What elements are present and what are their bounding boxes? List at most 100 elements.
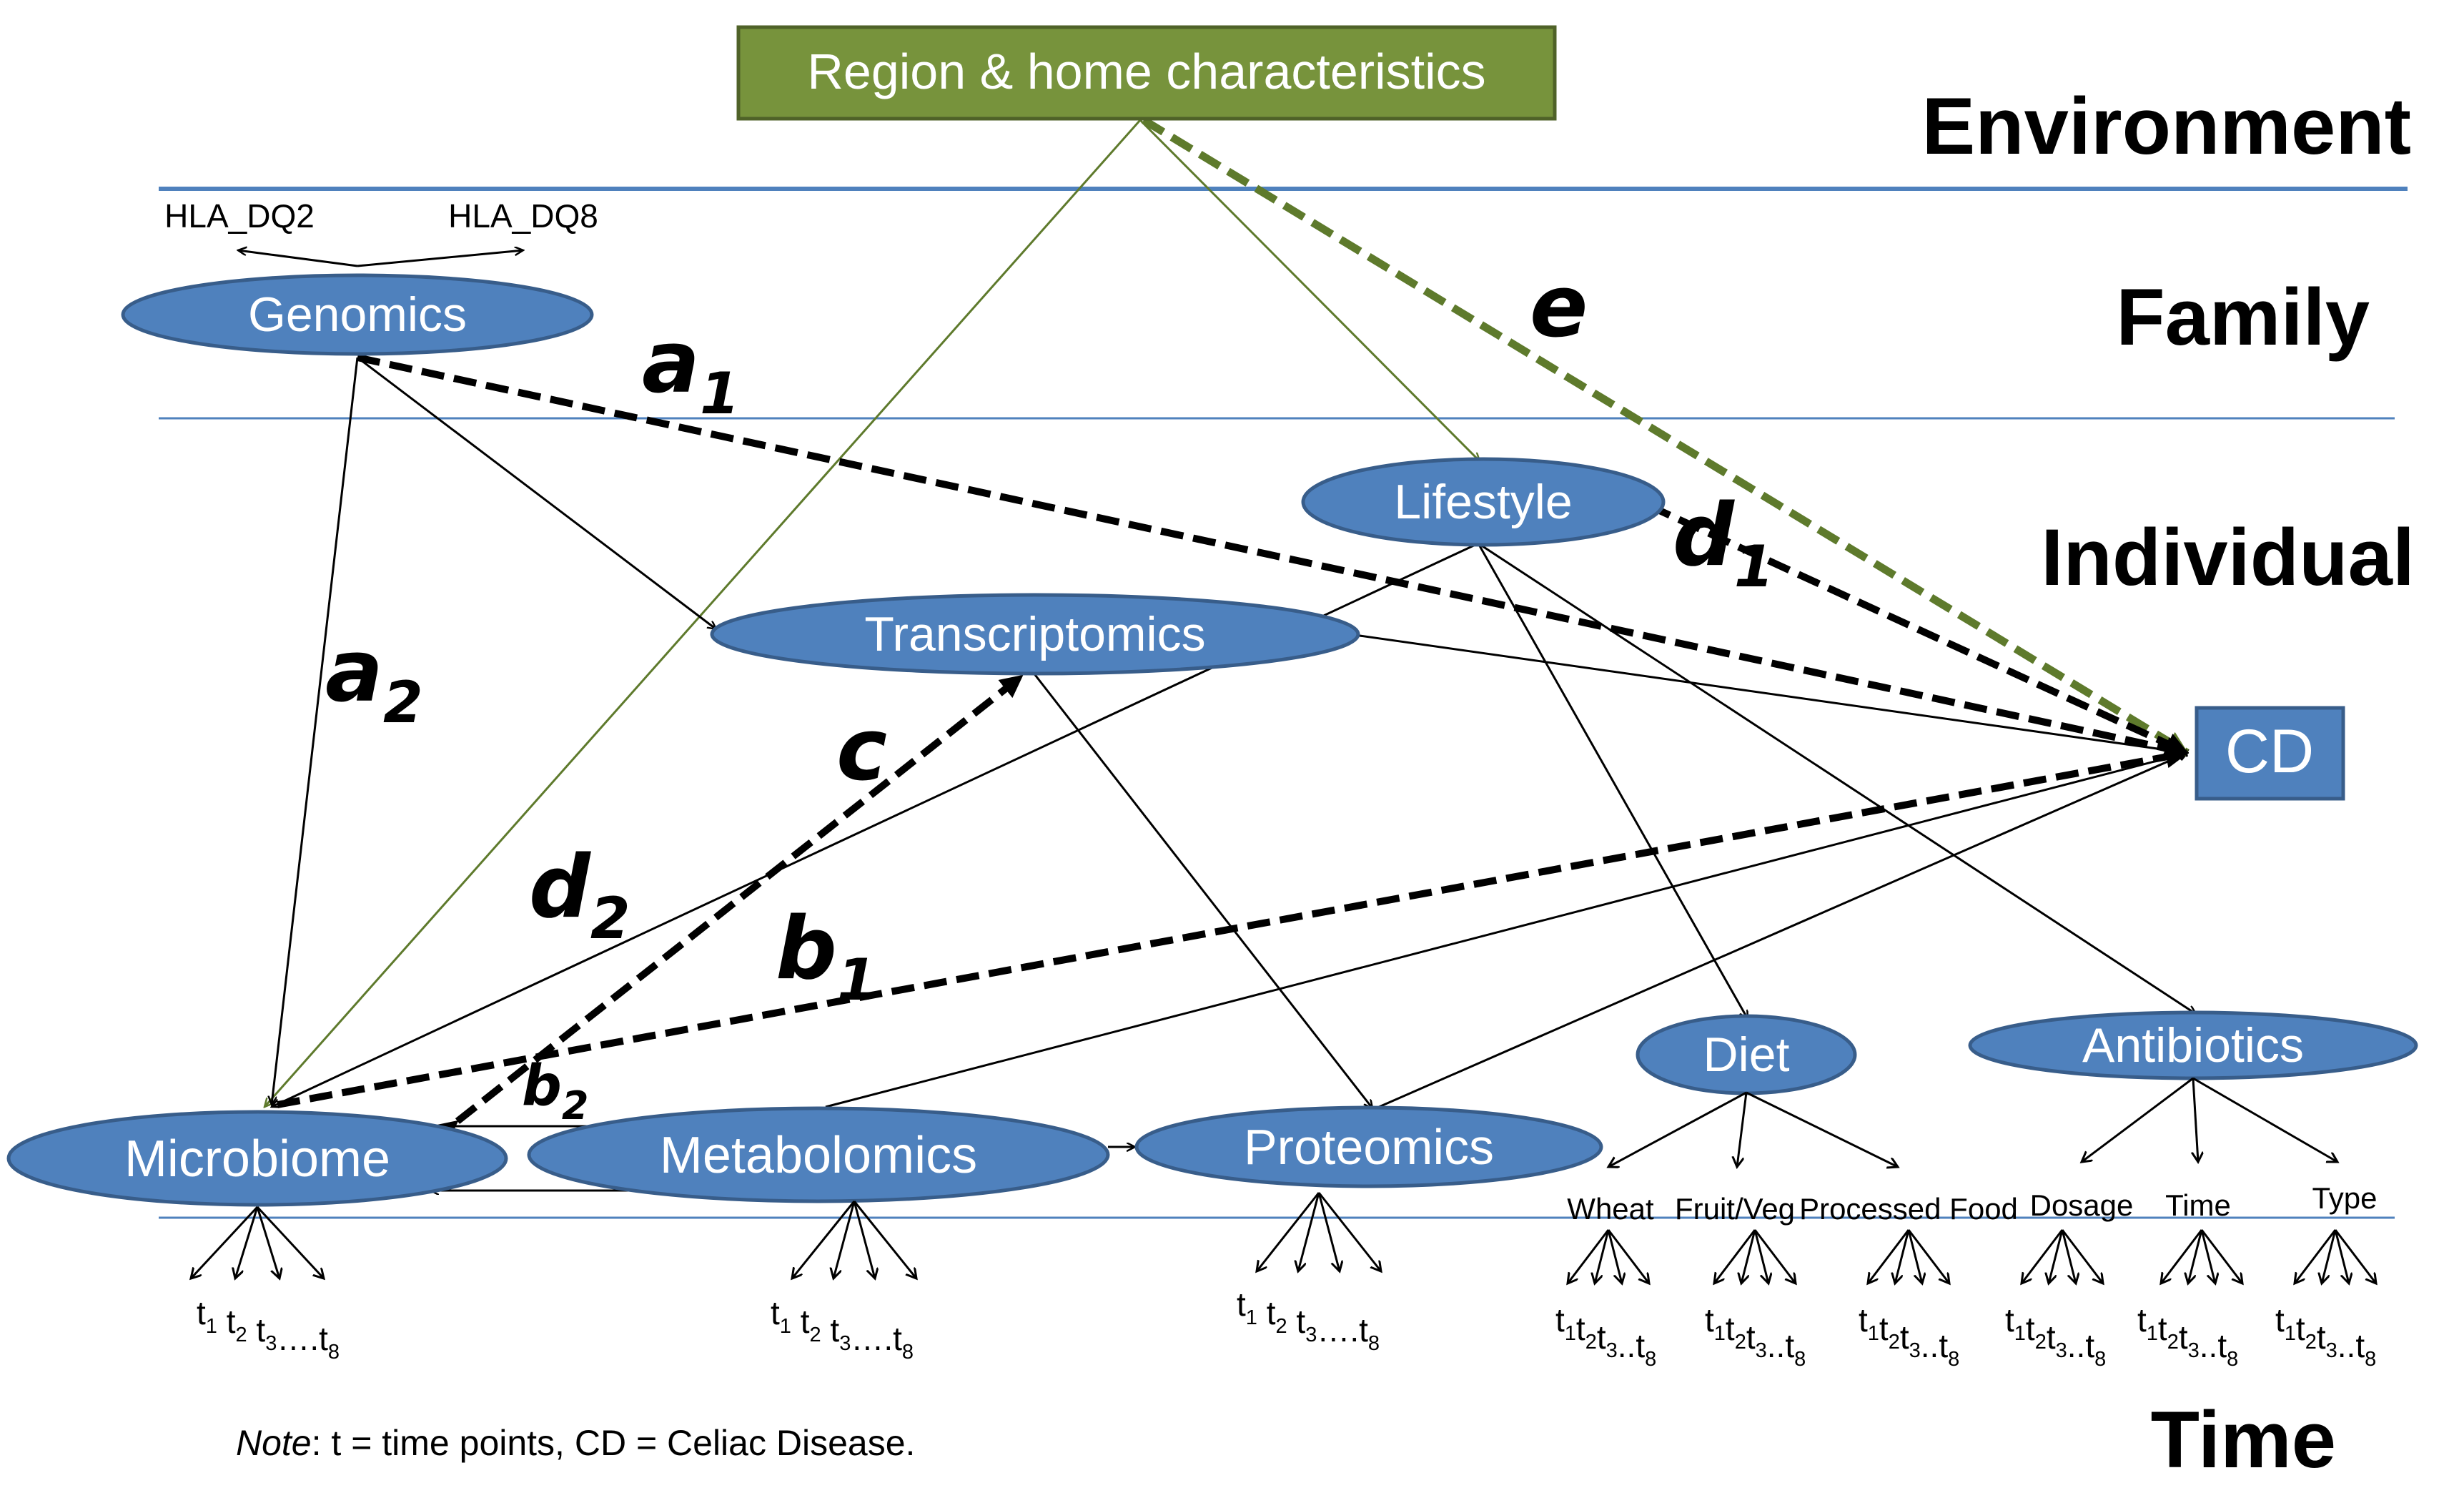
diet-label: Diet xyxy=(1703,1028,1790,1082)
edge-proteomics-cd xyxy=(1372,753,2187,1111)
diet-sub-arrow xyxy=(1746,1091,1898,1167)
dashed-edges xyxy=(277,117,2190,1144)
edge-region-lifestyle xyxy=(1139,119,1480,461)
sub-item-arrows xyxy=(1608,1077,2337,1167)
time-point-fans xyxy=(191,1192,2376,1283)
microbiome-time-points: t1 t2 t3….t8 xyxy=(197,1294,340,1364)
sub-item-time-points: t1t2t3..t8 xyxy=(2005,1301,2106,1371)
sub-item-time-fan xyxy=(1753,1229,1768,1283)
edge-genomics-microbiome xyxy=(272,357,359,1105)
proteomics-node: Proteomics xyxy=(1134,1105,1603,1188)
antibiotics-label: Antibiotics xyxy=(2082,1018,2304,1073)
sub-item-time-points: t1t2t3..t8 xyxy=(1555,1301,1656,1371)
sub-item-time-fan xyxy=(1595,1229,1610,1283)
sub-item-time-fan xyxy=(2322,1229,2337,1283)
microbiome-node: Microbiome xyxy=(6,1110,508,1207)
antibiotics-sub-arrow xyxy=(2082,1077,2194,1162)
region-label: Region & home characteristics xyxy=(807,44,1485,99)
path-label-d2: d2 xyxy=(529,838,630,952)
path-label-c: c xyxy=(836,701,887,800)
edge-d1-lifestyle-cd xyxy=(1617,488,2190,757)
proteomics-time-fan xyxy=(1298,1192,1320,1271)
path-label-d1: d1 xyxy=(1673,486,1774,600)
metabolomics-time-fan xyxy=(792,1201,856,1278)
level-lines xyxy=(159,187,2408,1219)
level-label-individual: Individual xyxy=(2041,513,2415,602)
hla-dq8-label: HLA_DQ8 xyxy=(448,197,598,235)
edge-region-microbiome xyxy=(264,119,1142,1107)
edge-a1-genomics-cd xyxy=(356,354,2189,760)
metabolomics-time-fan xyxy=(853,1201,875,1278)
edge-lifestyle-diet xyxy=(1477,543,1748,1019)
path-label-e: e xyxy=(1530,257,1588,357)
hla-dq2-label: HLA_DQ2 xyxy=(164,197,315,235)
edge-metabolomics-cd xyxy=(825,753,2187,1108)
diet-node: Diet xyxy=(1636,1014,1857,1095)
edge-e-region-cd xyxy=(1142,117,2190,757)
microbiome-time-fan xyxy=(256,1206,279,1278)
microbiome-label: Microbiome xyxy=(124,1130,390,1188)
antibiotics-sub-arrow xyxy=(2193,1078,2198,1162)
proteomics-time-fan xyxy=(1257,1192,1320,1271)
microbiome-time-fan xyxy=(235,1206,259,1278)
metabolomics-label: Metabolomics xyxy=(660,1127,977,1184)
metabolomics-time-fan xyxy=(853,1201,916,1278)
proteomics-time-fan xyxy=(1317,1192,1340,1271)
sub-item-time-fan xyxy=(2200,1229,2215,1283)
metabolomics-time-fan xyxy=(833,1201,856,1278)
sub-item-time-fan xyxy=(2061,1229,2076,1283)
metabolomics-ellipse xyxy=(527,1106,1110,1203)
metabolomics-time-points: t1 t2 t3….t8 xyxy=(771,1294,914,1364)
microbiome-time-fan xyxy=(256,1206,324,1278)
transcriptomics-label: Transcriptomics xyxy=(864,607,1205,661)
note: Note: t = time points, CD = Celiac Disea… xyxy=(236,1423,915,1463)
sub-item-time-fan xyxy=(2161,1229,2203,1283)
sub-item-time-fan xyxy=(2200,1229,2242,1283)
sub-item-time-fan xyxy=(1741,1229,1756,1283)
edge-genomics-transcriptomics xyxy=(357,356,716,629)
sub-item-time-fan xyxy=(2049,1229,2064,1283)
sub-item-time-fan xyxy=(2022,1229,2064,1283)
diet-item-fruit-veg: Fruit/Veg xyxy=(1675,1192,1795,1226)
sub-item-time-points: t1t2t3..t8 xyxy=(2275,1301,2376,1371)
path-label-b2: b2 xyxy=(522,1054,588,1128)
diet-item-processed-food: Processed Food xyxy=(1799,1192,2018,1226)
antibiotic-item-dosage: Dosage xyxy=(2030,1188,2134,1222)
proteomics-time-points: t1 t2 t3….t8 xyxy=(1237,1286,1380,1355)
sub-item-time-fan xyxy=(1753,1229,1796,1283)
edge-b1-microbiome-cd xyxy=(277,745,2189,1108)
sub-item-time-fan xyxy=(2334,1229,2376,1283)
path-label-b1: b1 xyxy=(776,900,877,1013)
path-label-a1: a1 xyxy=(642,313,740,427)
note-prefix: Note xyxy=(236,1423,312,1463)
thin-edges xyxy=(238,119,2196,1191)
edge-transcriptomics-proteomics xyxy=(1031,671,1372,1108)
path-label-a2: a2 xyxy=(325,622,423,736)
transcriptomics-node: Transcriptomics xyxy=(710,593,1360,676)
edge-c-microbiome-transcriptomics xyxy=(433,673,1025,1144)
cd-box xyxy=(2195,706,2345,801)
proteomics-ellipse xyxy=(1134,1105,1603,1188)
sub-item-time-fan xyxy=(2061,1229,2103,1283)
level-label-time: Time xyxy=(2151,1395,2336,1484)
sub-item-time-fan xyxy=(1714,1229,1756,1283)
note-text: : t = time points, CD = Celiac Disease. xyxy=(312,1423,916,1463)
sub-item-time-points: t1t2t3..t8 xyxy=(1859,1301,1959,1371)
antibiotics-node: Antibiotics xyxy=(1968,1010,2418,1080)
antibiotics-sub-arrow xyxy=(2192,1077,2337,1162)
edge-transcriptomics-cd xyxy=(1354,634,2187,753)
sub-item-time-fan xyxy=(1607,1229,1649,1283)
antibiotic-item-time: Time xyxy=(2165,1188,2231,1222)
sub-item-time-fan xyxy=(1607,1229,1622,1283)
time-point-labels: t1 t2 t3….t8 t1 t2 t3….t8 t1 t2 t3….t8 t1t2… xyxy=(197,1286,2376,1371)
hla-left-arrow xyxy=(238,250,358,267)
proteomics-label: Proteomics xyxy=(1244,1119,1494,1175)
edge-lifestyle-antibiotics xyxy=(1478,542,2196,1014)
microbiome-time-fan xyxy=(191,1206,259,1278)
microbiome-ellipse xyxy=(6,1110,508,1207)
cd-label: CD xyxy=(2225,717,2314,786)
sub-item-time-fan xyxy=(1907,1229,1922,1283)
diet-item-wheat: Wheat xyxy=(1567,1192,1654,1226)
sub-item-time-fan xyxy=(1895,1229,1910,1283)
